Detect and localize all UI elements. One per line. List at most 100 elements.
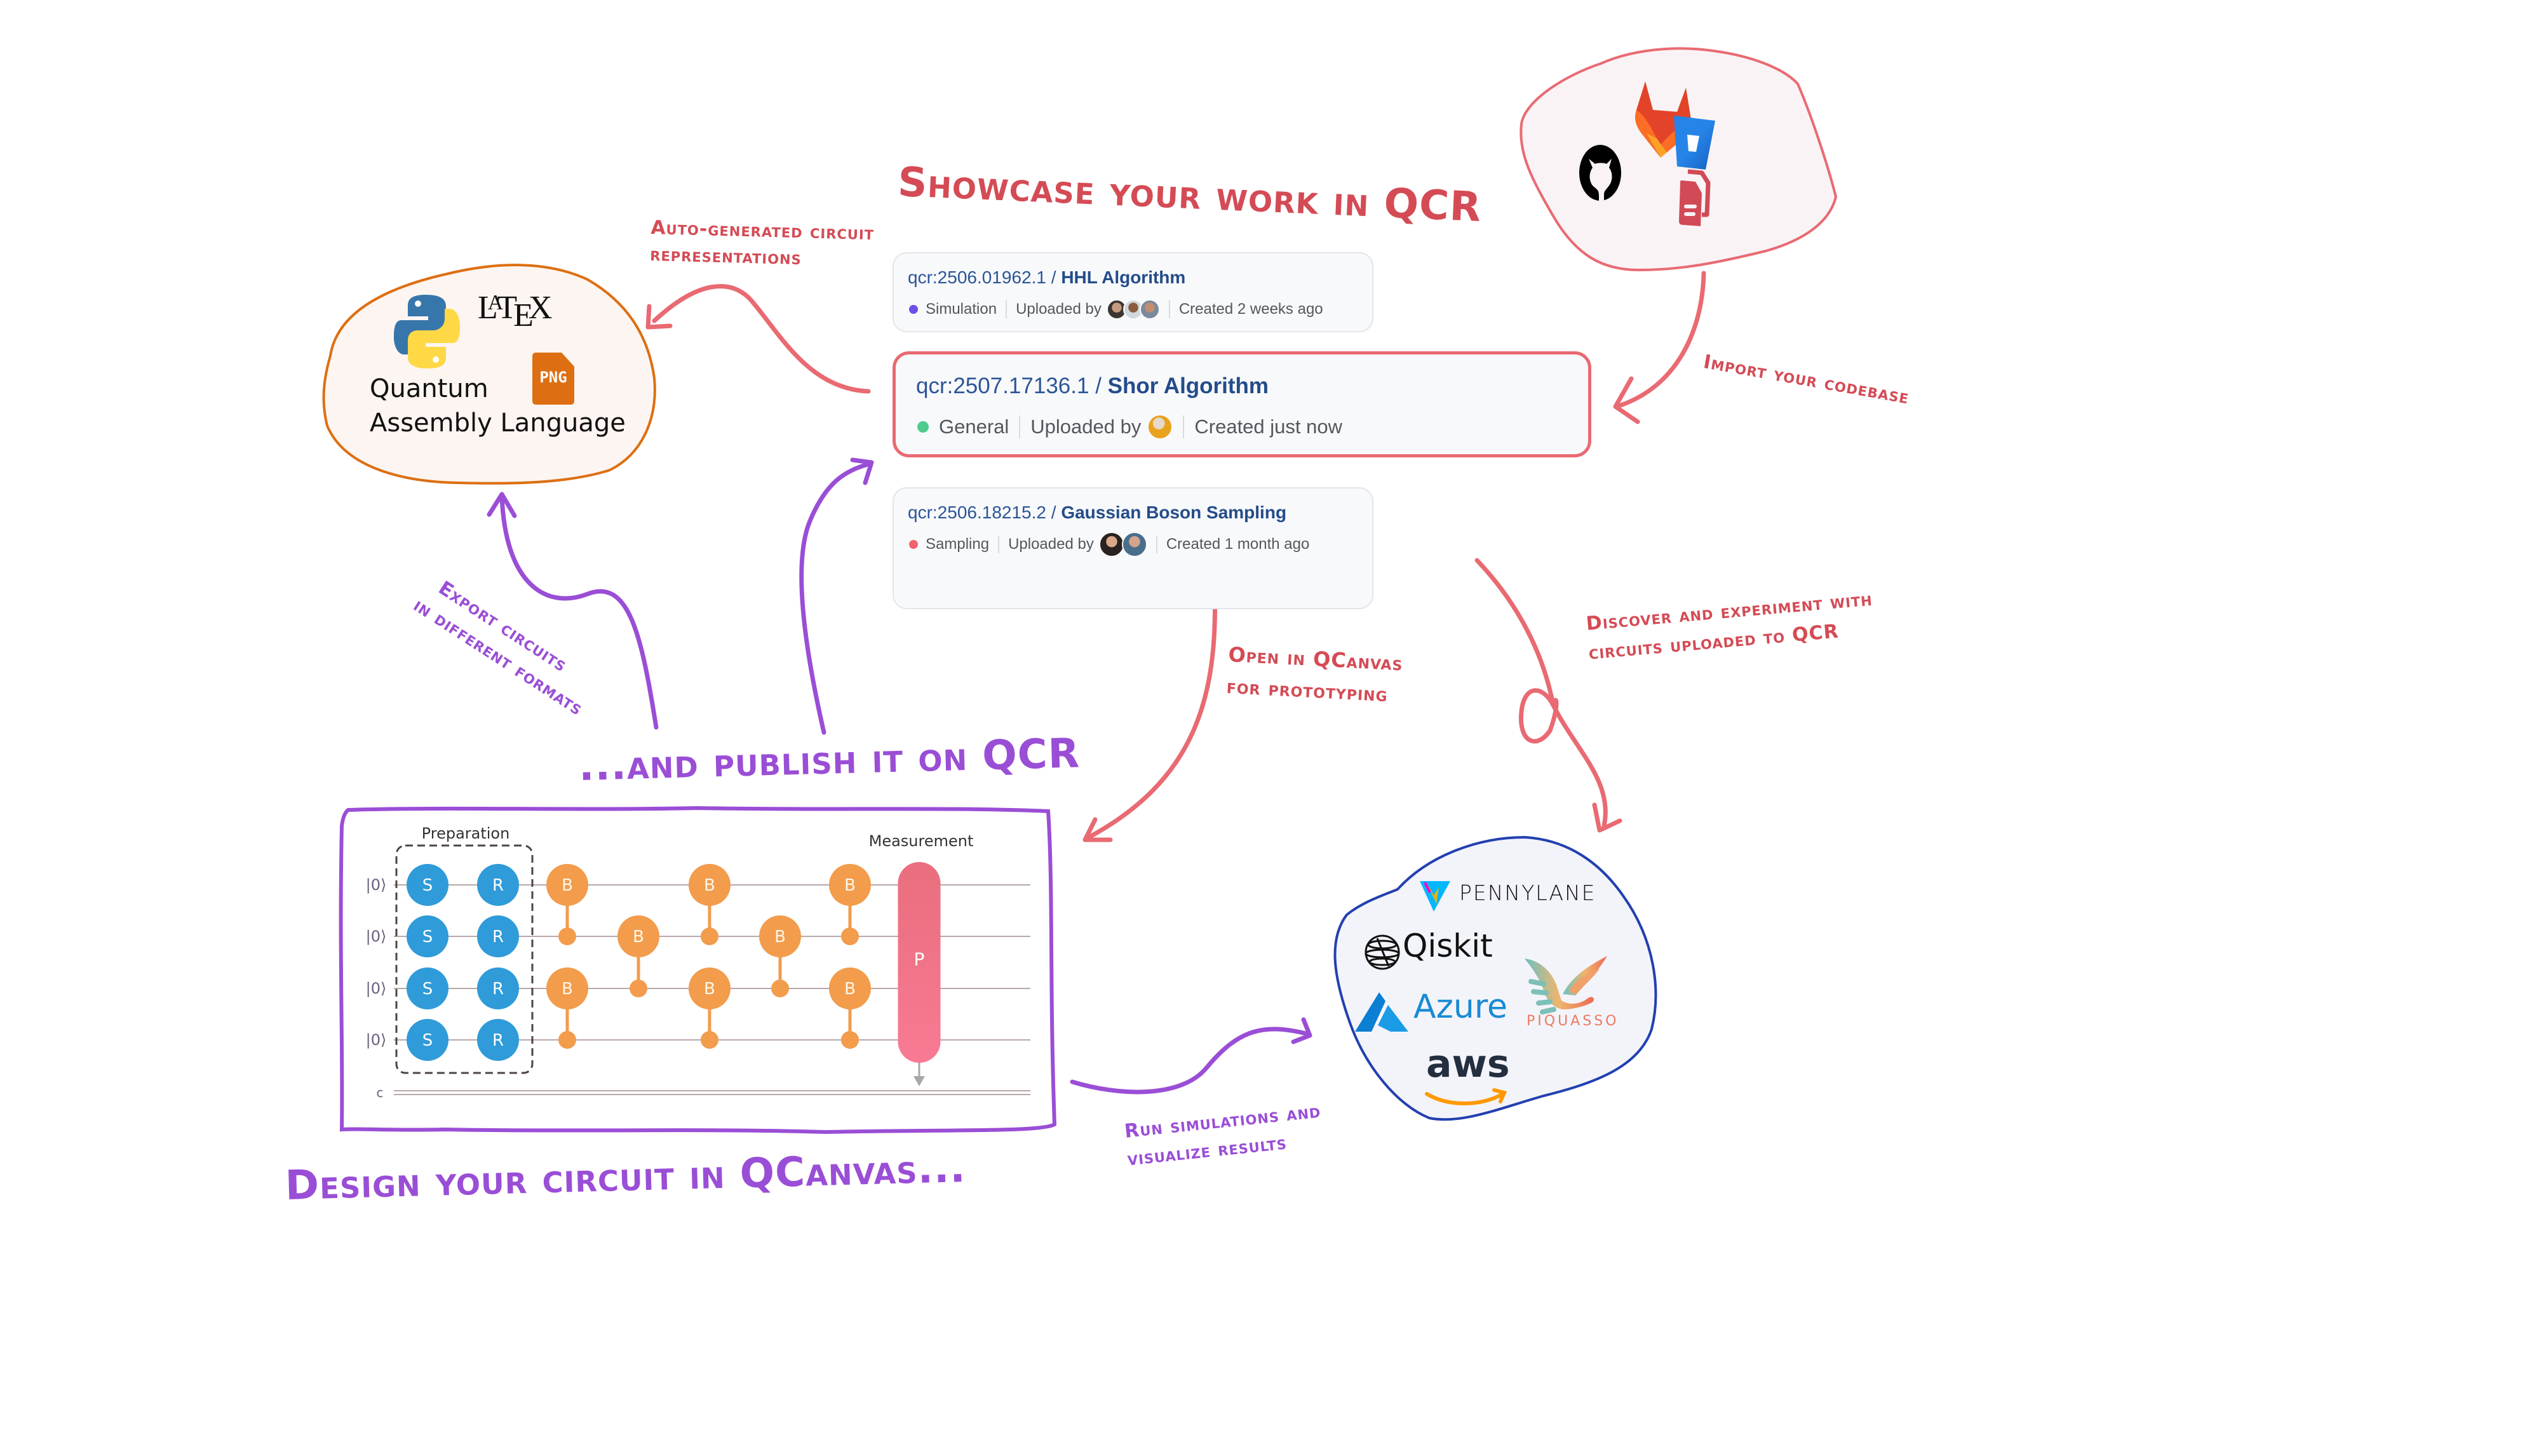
gate-label: B (844, 876, 856, 895)
aws-label: aws (1426, 1042, 1510, 1086)
arrow-discover (1474, 558, 1608, 828)
azure-logo-icon (1355, 992, 1408, 1032)
gate-b (546, 967, 588, 1009)
control-dot (771, 980, 789, 997)
control-dot (841, 927, 859, 945)
annotation-open-qcanvas: Open in QCanvas for prototyping (1226, 638, 1404, 711)
avatar[interactable] (1147, 414, 1173, 440)
gate-label: S (422, 1031, 433, 1050)
gate-label: B (562, 980, 573, 999)
uploader-avatars (1098, 532, 1147, 557)
gate-label: R (492, 876, 504, 895)
separator (1183, 415, 1185, 438)
png-file-label: PNG (539, 368, 567, 386)
arrowhead-discover (1592, 802, 1622, 833)
qubit-label: |0⟩ (366, 876, 387, 894)
card-created: Created just now (1194, 415, 1342, 438)
arrow-export (499, 493, 659, 730)
azure-label: Azure (1413, 988, 1508, 1026)
gate-b (689, 864, 731, 906)
card-meta: General Uploaded by Created just now (917, 413, 1342, 441)
aws-smile-icon (1425, 1088, 1507, 1105)
uploader-avatars (1106, 299, 1160, 320)
avatar[interactable] (1098, 532, 1124, 557)
measurement-arrowhead-icon (913, 1076, 925, 1086)
card-title[interactable]: qcr:2507.17136.1 / Shor Algorithm (916, 374, 1269, 398)
card-id: qcr:2507.17136.1 (916, 374, 1089, 398)
gate-b (759, 915, 801, 957)
control-dot (841, 1031, 859, 1049)
card-name: Shor Algorithm (1107, 374, 1269, 398)
gate-r (477, 1019, 519, 1061)
control-dot (630, 980, 647, 997)
circuit-card-gbs[interactable]: qcr:2506.18215.2 / Gaussian Boson Sampli… (893, 487, 1373, 609)
arrowhead-run-simulations (1291, 1017, 1312, 1044)
card-id: qcr:2506.18215.2 (908, 502, 1046, 522)
arrowhead-publish (850, 457, 874, 485)
arrow-open-qcanvas (1084, 583, 1218, 841)
card-category: Sampling (926, 536, 990, 553)
preparation-label: Preparation (422, 825, 510, 842)
python-logo-icon (394, 295, 460, 368)
card-name: Gaussian Boson Sampling (1061, 502, 1287, 522)
uploaded-by-label: Uploaded by (1030, 415, 1142, 438)
bitbucket-logo-icon (1674, 116, 1715, 170)
uploaded-by-label: Uploaded by (1008, 536, 1094, 553)
card-created: Created 2 weeks ago (1178, 300, 1323, 318)
gate-b (546, 864, 588, 906)
card-name: HHL Algorithm (1061, 267, 1186, 287)
preparation-box (395, 844, 534, 1074)
gate-r (477, 967, 519, 1009)
control-dot (701, 927, 718, 945)
arrow-import-codebase (1614, 271, 1706, 409)
separator (998, 536, 1000, 553)
circuit-card-hhl[interactable]: qcr:2506.01962.1 / HHL Algorithm Simulat… (893, 252, 1373, 332)
qubit-label: |0⟩ (366, 1031, 387, 1049)
annotation-auto-generated: Auto-generated circuit representations (650, 215, 875, 274)
category-dot (909, 305, 918, 314)
arrowhead-import-codebase (1613, 376, 1640, 424)
gate-label: R (492, 980, 504, 999)
gate-label: B (633, 927, 644, 947)
circuit-card-shor[interactable]: qcr:2507.17136.1 / Shor Algorithm Genera… (893, 351, 1591, 457)
gate-b (617, 915, 659, 957)
separator (1156, 536, 1157, 553)
arrow-auto-generated (652, 284, 871, 394)
arrow-run-simulations (1070, 1027, 1311, 1095)
qubit-label: |0⟩ (366, 980, 387, 997)
card-title[interactable]: qcr:2506.01962.1 / HHL Algorithm (908, 267, 1186, 287)
control-dot (558, 1031, 576, 1049)
pennylane-logo-icon (1420, 881, 1450, 912)
card-id: qcr:2506.01962.1 (908, 267, 1046, 287)
pennylane-label: PENNYLANE (1459, 880, 1596, 905)
control-dot (701, 1031, 718, 1049)
gate-label: B (704, 980, 715, 999)
qiskit-logo-icon (1365, 934, 1400, 970)
category-dot (917, 421, 929, 433)
gate-label: R (492, 927, 504, 947)
arrowhead-export (487, 492, 517, 518)
qiskit-label: Qiskit (1403, 927, 1493, 964)
uploader-avatars (1147, 414, 1173, 440)
avatar[interactable] (1121, 532, 1147, 557)
card-category: Simulation (926, 300, 997, 318)
measurement-gate-label: P (914, 949, 925, 970)
card-title[interactable]: qcr:2506.18215.2 / Gaussian Boson Sampli… (908, 502, 1287, 522)
gate-s (407, 967, 448, 1009)
card-created: Created 1 month ago (1166, 536, 1310, 553)
classical-label: c (377, 1085, 384, 1100)
separator (1019, 415, 1021, 438)
gate-label: S (422, 927, 433, 947)
export-formats-blob (322, 264, 656, 485)
qasm-label: Quantum Assembly Language (370, 374, 626, 438)
gate-b (829, 864, 871, 906)
piquasso-logo-icon (1525, 956, 1607, 1014)
avatar[interactable] (1139, 299, 1160, 320)
measurement-gate (898, 862, 941, 1063)
arrowhead-auto-generated (645, 304, 673, 330)
circuit-frame (339, 806, 1057, 1135)
png-file-icon (532, 353, 574, 405)
uploaded-by-label: Uploaded by (1016, 300, 1102, 318)
gate-label: B (774, 927, 786, 947)
